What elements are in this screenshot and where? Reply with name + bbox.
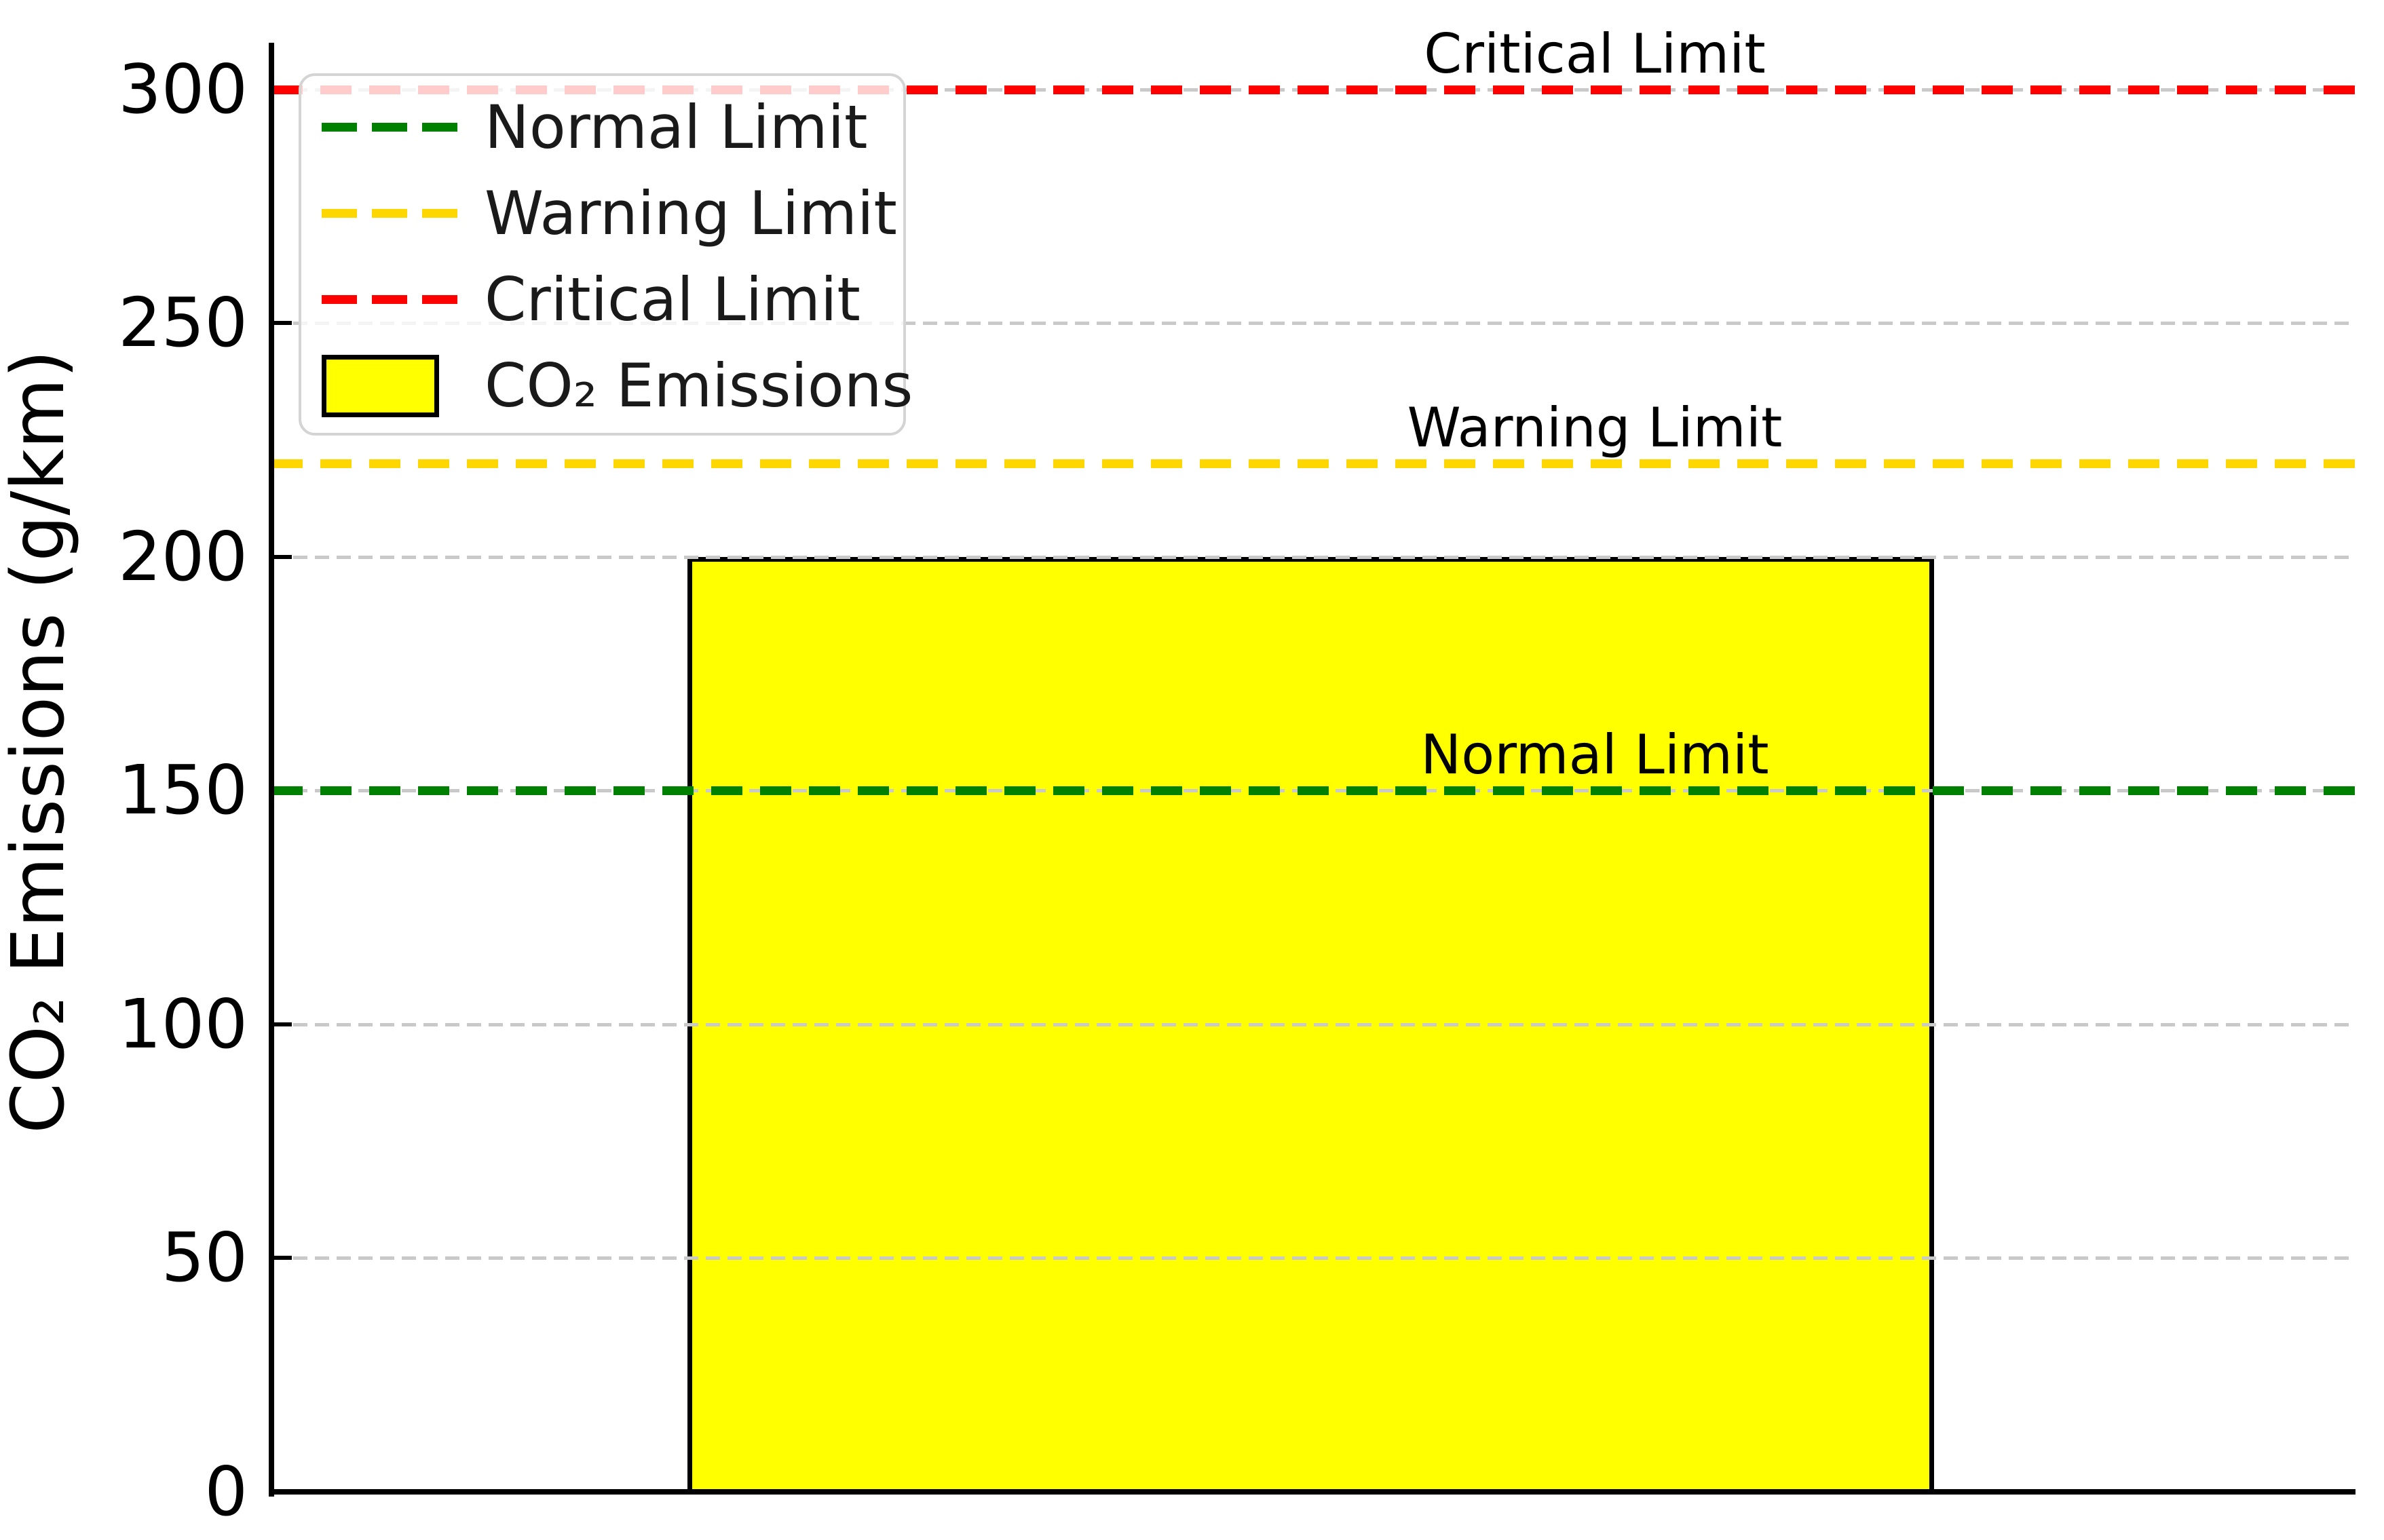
- y-tick: [271, 321, 292, 326]
- y-tick-label: 50: [161, 1218, 248, 1298]
- y-axis-spine: [269, 43, 274, 1497]
- legend-entry-co2-emissions: CO₂ Emissions: [322, 343, 913, 429]
- y-gridline: [271, 1022, 2355, 1026]
- legend-entry-critical-limit: Critical Limit: [322, 256, 903, 343]
- y-tick-label: 0: [204, 1452, 248, 1531]
- y-tick: [271, 554, 292, 559]
- y-gridline: [271, 322, 2355, 326]
- y-tick-label: 100: [118, 984, 248, 1064]
- legend-label: Warning Limit: [485, 178, 897, 248]
- legend-entry-warning-limit: Warning Limit: [322, 170, 903, 256]
- y-gridline: [271, 1256, 2355, 1260]
- legend-label: Critical Limit: [485, 264, 860, 334]
- limit-annotation-critical: Critical Limit: [1424, 22, 1766, 85]
- y-tick-label: 300: [118, 49, 248, 129]
- legend-entry-normal-limit: Normal Limit: [322, 84, 903, 170]
- legend-label: Normal Limit: [485, 92, 868, 162]
- y-tick-label: 250: [118, 283, 248, 363]
- green-dashed-line-icon: [322, 123, 457, 132]
- legend: Normal Limit Warning Limit Critical Limi…: [299, 73, 913, 436]
- red-dashed-line-icon: [322, 295, 457, 304]
- y-tick: [271, 1256, 292, 1260]
- y-tick-label: 150: [118, 750, 248, 830]
- y-tick-label: 200: [118, 516, 248, 596]
- x-axis-spine: [269, 1489, 2355, 1495]
- limit-line-normal-limit: [271, 786, 2355, 796]
- yellow-bar-swatch-icon: [322, 354, 439, 417]
- gold-dashed-line-icon: [322, 209, 457, 218]
- limit-annotation-warning: Warning Limit: [1407, 396, 1783, 460]
- y-axis-title: CO₂ Emissions (g/km): [0, 349, 81, 1134]
- limit-annotation-normal: Normal Limit: [1420, 723, 1769, 787]
- y-gridline: [271, 555, 2355, 559]
- legend-label: CO₂ Emissions: [485, 350, 913, 421]
- y-tick: [271, 1022, 292, 1026]
- limit-line-warning-limit: [271, 459, 2355, 469]
